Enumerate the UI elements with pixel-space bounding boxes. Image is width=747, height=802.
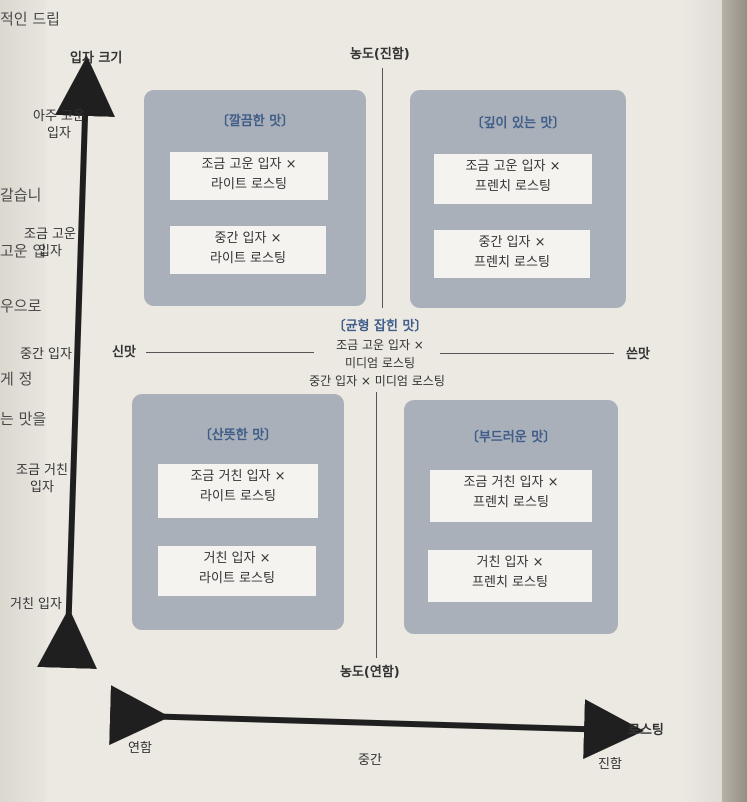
quadrant-title: 〔깔끔한 맛〕 [215,114,295,129]
particle-size-axis-label: 입자 크기 [70,51,123,66]
balanced-taste-title: 〔균형 잡힌 맛〕 [332,319,428,334]
roasting-arrow [109,685,644,760]
combination-card: 조금 고운 입자 ×라이트 로스팅 [170,152,328,200]
balanced-line: 조금 고운 입자 × [336,338,424,352]
page-shadow [682,0,722,802]
vertical-divider-top [382,68,383,308]
balanced-line: 미디엄 로스팅 [344,356,416,370]
combination-card: 조금 거친 입자 ×프렌치 로스팅 [430,470,592,522]
quadrant-title: 〔깊이 있는 맛〕 [470,116,566,131]
quadrant-smooth-taste: 〔부드러운 맛〕 조금 거친 입자 ×프렌치 로스팅 거친 입자 ×프렌치 로스… [404,400,618,634]
balanced-line: 중간 입자 × 미디엄 로스팅 [309,374,445,388]
vertical-divider-bottom [376,392,377,658]
level-medium: 중간 입자 [20,347,72,362]
combination-card: 거친 입자 ×프렌치 로스팅 [428,550,592,602]
horizontal-divider-left [146,352,314,353]
horizontal-divider-right [440,353,614,354]
combination-card: 중간 입자 ×프렌치 로스팅 [434,230,590,278]
quadrant-deep-taste: 〔깊이 있는 맛〕 조금 고운 입자 ×프렌치 로스팅 중간 입자 ×프렌치 로… [410,90,626,308]
combination-card: 조금 고운 입자 ×프렌치 로스팅 [434,154,592,204]
edge-text: 갈습니 [0,186,42,204]
combination-card: 중간 입자 ×라이트 로스팅 [170,226,326,274]
balanced-taste-block: 〔균형 잡힌 맛〕 조금 고운 입자 × 미디엄 로스팅 중간 입자 × 미디엄… [300,318,460,390]
edge-text: 적인 드립 [0,10,60,28]
quadrant-title: 〔부드러운 맛〕 [465,430,557,445]
level-slightly-coarse: 조금 거친 입자 [16,463,68,495]
level-very-fine: 아주 고운 입자 [33,109,85,141]
particle-size-arrow [37,56,116,669]
quadrant-clean-taste: 〔깔끔한 맛〕 조금 고운 입자 ×라이트 로스팅 중간 입자 ×라이트 로스팅 [144,90,366,306]
combination-card: 거친 입자 ×라이트 로스팅 [158,546,316,596]
roast-medium: 중간 [358,753,382,768]
roasting-axis-label: 로스팅 [628,723,664,738]
level-slightly-fine: 조금 고운 입자 [24,227,76,259]
combination-card: 조금 거친 입자 ×라이트 로스팅 [158,464,318,518]
edge-text: 우으로 [0,297,42,315]
edge-text: 고운 입 [0,242,47,260]
quadrant-fresh-taste: 〔산뜻한 맛〕 조금 거친 입자 ×라이트 로스팅 거친 입자 ×라이트 로스팅 [132,394,344,630]
bitter-label: 쓴맛 [626,347,650,362]
quadrant-title: 〔산뜻한 맛〕 [198,428,278,443]
roast-dark: 진함 [598,757,622,772]
concentration-weak-label: 농도(연함) [340,665,400,680]
level-coarse: 거친 입자 [10,597,62,612]
book-edge [722,0,747,802]
edge-text: 게 정 [0,370,33,388]
concentration-strong-label: 농도(진함) [350,47,410,62]
sour-label: 신맛 [112,345,136,360]
roast-light: 연함 [128,741,152,756]
edge-text: 는 맛을 [0,410,47,428]
